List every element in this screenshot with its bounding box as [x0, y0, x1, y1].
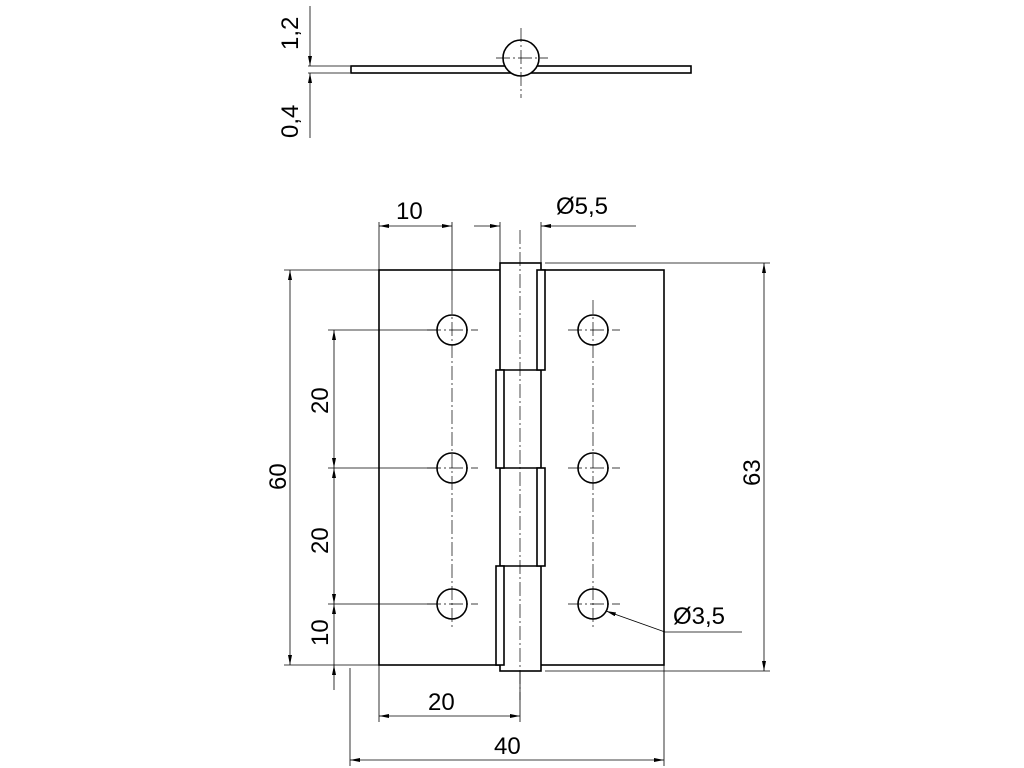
dim-half-width: 20	[428, 689, 455, 716]
dim-spacing-lower: 20	[307, 527, 334, 554]
dim-spacing-upper: 20	[307, 387, 334, 414]
dim-bottom-offset: 10	[307, 619, 334, 646]
dim-hole-diameter: Ø3,5	[673, 603, 725, 630]
dim-top-width: 10	[396, 198, 423, 225]
dim-gap-label: 0,4	[277, 105, 304, 138]
dim-height-60: 60	[265, 463, 292, 490]
knuckle-outer	[499, 262, 542, 672]
dim-total-width: 40	[494, 733, 521, 760]
dim-thickness-label: 1,2	[277, 17, 304, 50]
dim-pin-diameter: Ø5,5	[556, 193, 608, 220]
front-view: 10 Ø5,5 60 20 20 10 63 Ø3,5	[265, 193, 770, 766]
side-view: 1,2 0,4	[277, 6, 692, 138]
dim-height-63: 63	[739, 459, 766, 486]
